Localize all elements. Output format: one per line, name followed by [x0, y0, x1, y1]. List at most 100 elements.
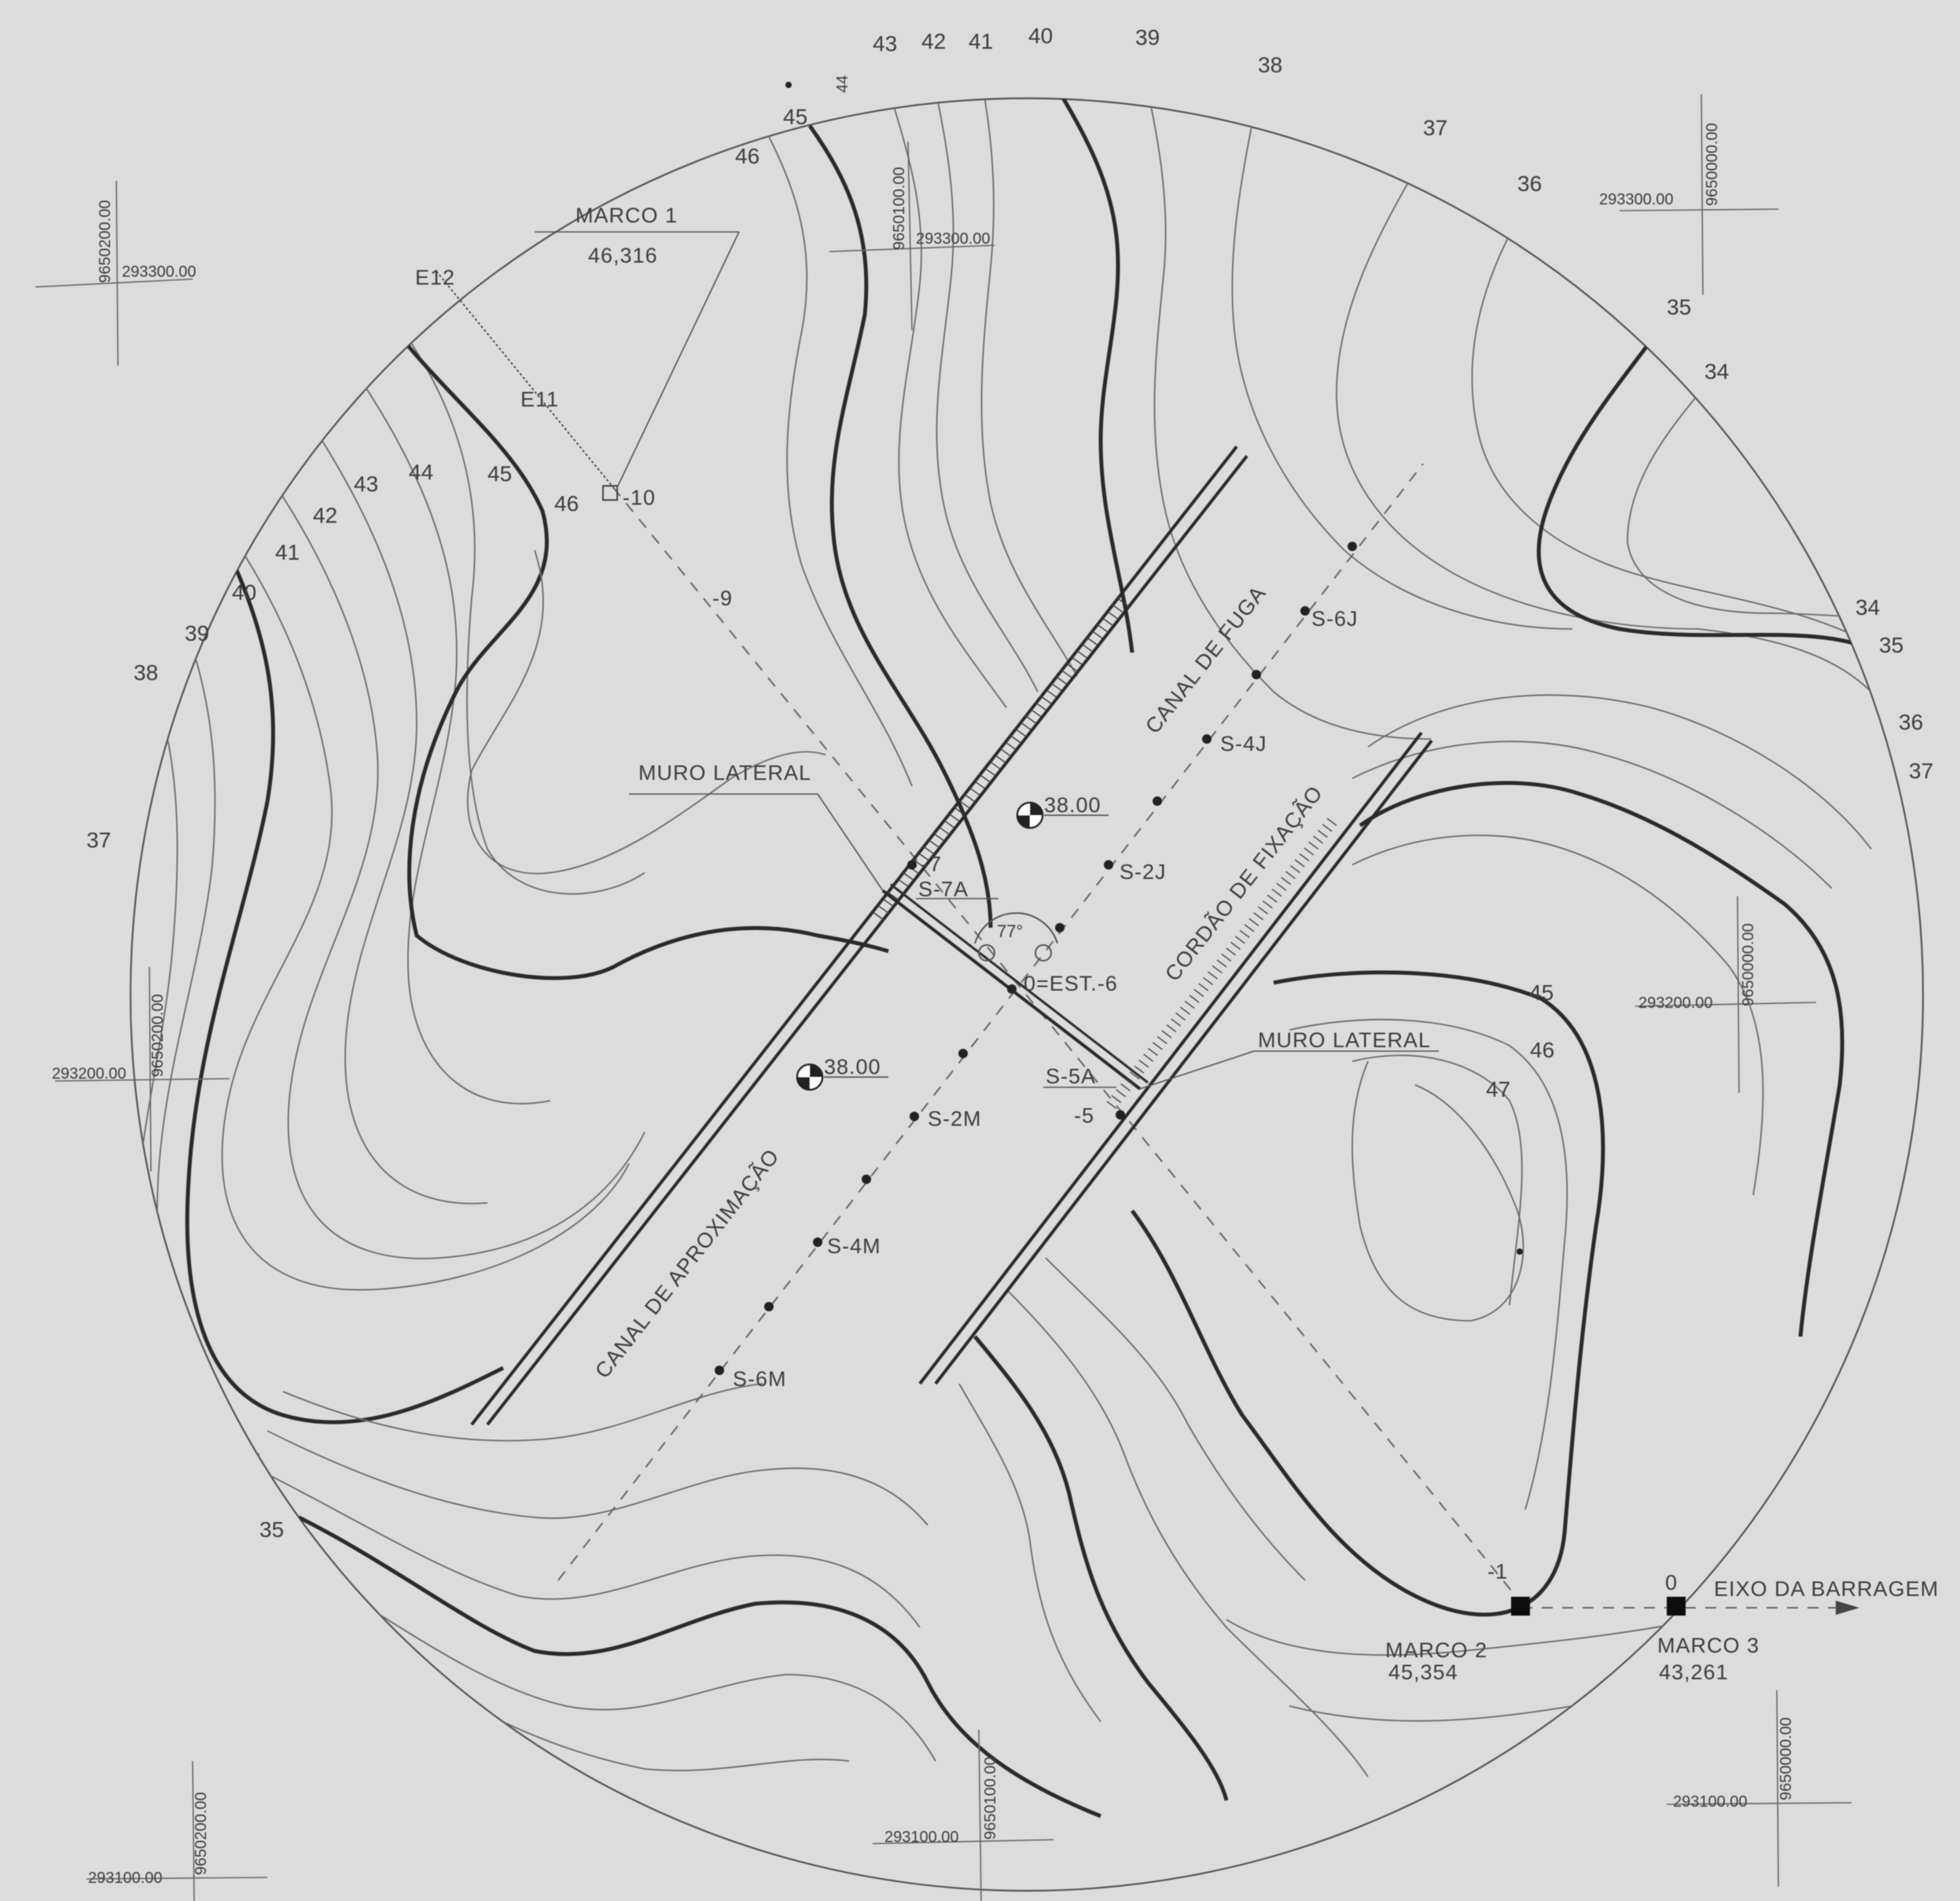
contour-label: 36	[1517, 171, 1542, 196]
cordao-de-fixacao-label: CORDÃO DE FIXAÇÃO	[1160, 781, 1327, 986]
wall-hatch-tick	[1198, 983, 1209, 991]
contour-labels: 43 42 41 40 39 38 37 36 35 34 45 46 44 4…	[86, 24, 1933, 1542]
contour-label: 43	[873, 31, 897, 56]
contour-label: 46	[554, 491, 579, 516]
wall-hatch-tick	[1134, 1065, 1145, 1074]
wall-hatch-tick	[1326, 818, 1337, 826]
sounding-label: S-6J	[1311, 607, 1359, 631]
wall-hatch-tick	[1105, 610, 1118, 620]
wall-hatch-tick	[1124, 1077, 1135, 1086]
wall-hatch-tick	[1050, 682, 1062, 691]
wall-hatch-tick	[1230, 941, 1241, 950]
wall-hatch-tick	[1129, 1071, 1140, 1080]
wall-hatch-tick	[1019, 721, 1031, 730]
wall-hatch-tick	[928, 839, 940, 848]
coord-easting: 293300.00	[122, 263, 197, 281]
marco-1-value: 46,316	[588, 244, 658, 267]
dam-axis-line	[612, 487, 1526, 1609]
sounding-label: S-4J	[1220, 732, 1267, 756]
contour-label: 37	[1909, 759, 1933, 783]
wall-hatch-tick	[1248, 917, 1259, 927]
wall-hatch-tick	[1161, 1030, 1172, 1039]
coord-northing: 9650200.00	[149, 994, 167, 1077]
wall-hatch-tick	[1244, 924, 1255, 932]
contour-label: 43	[354, 472, 378, 496]
wall-hatch-tick	[882, 898, 895, 907]
wall-hatch-tick	[1294, 859, 1305, 868]
wall-hatch-tick	[903, 872, 915, 881]
wall-hatch-tick	[1157, 1035, 1168, 1045]
wall-hatch-tick	[887, 892, 899, 901]
wall-hatch-tick	[1009, 734, 1021, 744]
contour-label: 40	[232, 580, 256, 605]
wall-hatch-tick	[1148, 1047, 1158, 1057]
contour-label: 37	[1423, 116, 1447, 140]
contour-label: 42	[313, 503, 337, 528]
wall-hatch-tick	[1166, 1024, 1177, 1033]
station-label: -5	[1074, 1104, 1094, 1127]
contour-label: 44	[834, 75, 851, 93]
wall-hatch-tick	[1271, 888, 1282, 897]
canal-de-fuga-label: CANAL DE FUGA	[1141, 581, 1271, 737]
wall-hatch-tick	[1313, 835, 1323, 844]
marco-1-name: MARCO 1	[575, 204, 678, 227]
contour-label: 36	[1899, 710, 1923, 734]
marco-3-name: MARCO 3	[1657, 1634, 1760, 1657]
contour-label: 35	[1879, 633, 1903, 657]
wall-hatch-tick	[1035, 701, 1047, 711]
contour-label: 46	[735, 144, 759, 168]
station-label: 0=EST.-6	[1024, 972, 1118, 995]
contour-label: 40	[1028, 24, 1053, 48]
angle-label: 77°	[997, 921, 1023, 941]
contour-label: 38	[1258, 53, 1282, 77]
wall-hatch-tick	[1226, 947, 1237, 956]
contour-label: 44	[409, 460, 433, 484]
wall-hatch-tick	[1203, 976, 1213, 986]
contour-label: 42	[921, 29, 946, 53]
contour-label: 41	[969, 29, 993, 53]
contour-label: 35	[1667, 295, 1691, 319]
wall-hatch-tick	[1317, 829, 1328, 838]
wall-hatch-tick	[1193, 988, 1204, 998]
grid-coordinates: 293300.00 9650200.00 293300.00 9650100.0…	[52, 123, 1795, 1887]
wall-hatch-tick	[1253, 912, 1264, 921]
wall-hatch-tick	[963, 793, 976, 803]
contour-label: 37	[86, 828, 111, 852]
wall-hatch-tick	[1171, 1018, 1182, 1027]
sounding-label: S-5A	[1046, 1064, 1096, 1088]
coord-northing: 9650000.00	[1778, 1717, 1795, 1800]
contour-label: 39	[1135, 25, 1160, 50]
wall-hatch-tick	[1111, 603, 1123, 612]
wall-hatch-tick	[933, 833, 945, 842]
wall-hatch-tick	[1116, 597, 1128, 606]
canal-centerline	[557, 463, 1424, 1581]
wall-hatch-tick	[1111, 1094, 1122, 1104]
wall-hatch-tick	[1212, 965, 1223, 974]
contour-label: 45	[487, 461, 512, 486]
wall-hatch-tick	[1299, 853, 1310, 862]
wall-hatch-tick	[1075, 649, 1087, 659]
station-label: E11	[520, 388, 559, 411]
level-label: 38.00	[1044, 793, 1101, 817]
wall-hatch-tick	[1120, 1083, 1131, 1092]
marco-2-value: 45,354	[1388, 1660, 1458, 1684]
wall-hatch-tick	[953, 807, 965, 816]
wall-hatch-tick	[897, 878, 910, 888]
wall-hatch-tick	[1322, 823, 1333, 833]
wall-hatch-tick	[999, 748, 1011, 757]
wall-hatch-tick	[1138, 1059, 1149, 1068]
contour-label: 38	[134, 660, 158, 685]
wall-hatch-tick	[1221, 953, 1232, 962]
wall-hatch-tick	[1258, 906, 1268, 915]
station-label: -7	[921, 852, 942, 876]
wall-hatch-tick	[913, 859, 925, 868]
contour-label: 35	[259, 1517, 284, 1542]
station-label: E12	[415, 266, 455, 289]
wall-hatch-tick	[1189, 995, 1200, 1003]
contour-label: 46	[1530, 1038, 1554, 1062]
marco-1-leader	[535, 231, 740, 488]
wall-hatch-tick	[1014, 728, 1027, 737]
wall-hatch-tick	[984, 767, 996, 777]
wall-hatch-tick	[1085, 636, 1098, 645]
